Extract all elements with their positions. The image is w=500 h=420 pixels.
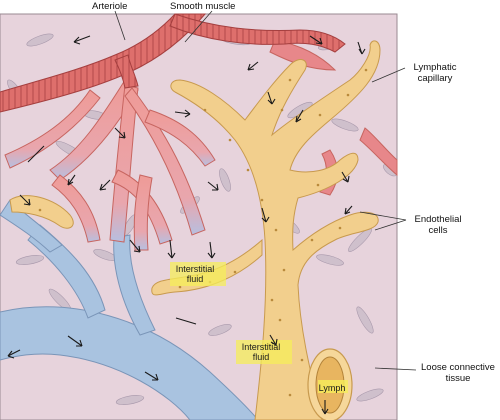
lymph-label: Lymph: [316, 383, 348, 393]
interstitial-fluid-label-2-line1: Interstitial: [241, 342, 281, 352]
leader-lines: [114, 10, 417, 371]
smooth-muscle-label: Smooth muscle: [170, 1, 235, 12]
blood-capillary-bed: [4, 79, 216, 251]
arteriole-label: Arteriole: [92, 1, 127, 12]
flow-arrows: [7, 35, 366, 415]
venule: [0, 199, 259, 420]
loose-connective-tissue-label: Loose connective tissue: [418, 362, 498, 384]
loose-connective-label-line2: tissue: [445, 373, 471, 384]
endothelial-cells-label-line2: cells: [428, 225, 448, 236]
arteriole-label-text: Arteriole: [92, 1, 128, 12]
lymphatic-capillary-label-line2: capillary: [417, 73, 453, 84]
arteriole-vessel: [0, 13, 346, 113]
interstitial-fluid-highlight-2: [236, 340, 292, 364]
loose-connective-label-line1: Loose connective: [421, 362, 495, 373]
interstitial-fluid-label-2: Interstitial fluid: [234, 342, 288, 362]
interstitial-fluid-label-1-line2: fluid: [186, 274, 204, 284]
interstitial-fluid-label-2-line2: fluid: [252, 352, 270, 362]
endothelial-cells-label: Endothelial cells: [408, 214, 468, 236]
lymphatic-capillary-label: Lymphatic capillary: [405, 62, 465, 84]
smooth-muscle-label-text: Smooth muscle: [170, 1, 236, 12]
interstitial-fluid-label-1-line1: Interstitial: [175, 264, 215, 274]
lymphatic-capillary-label-line1: Lymphatic: [413, 62, 457, 73]
lymph-highlight: [318, 380, 348, 393]
lymph-label-text: Lymph: [318, 383, 346, 393]
interstitial-fluid-highlight-1: [170, 262, 226, 286]
endothelial-cells-label-line1: Endothelial: [414, 214, 462, 225]
interstitial-fluid-label-1: Interstitial fluid: [168, 264, 222, 284]
